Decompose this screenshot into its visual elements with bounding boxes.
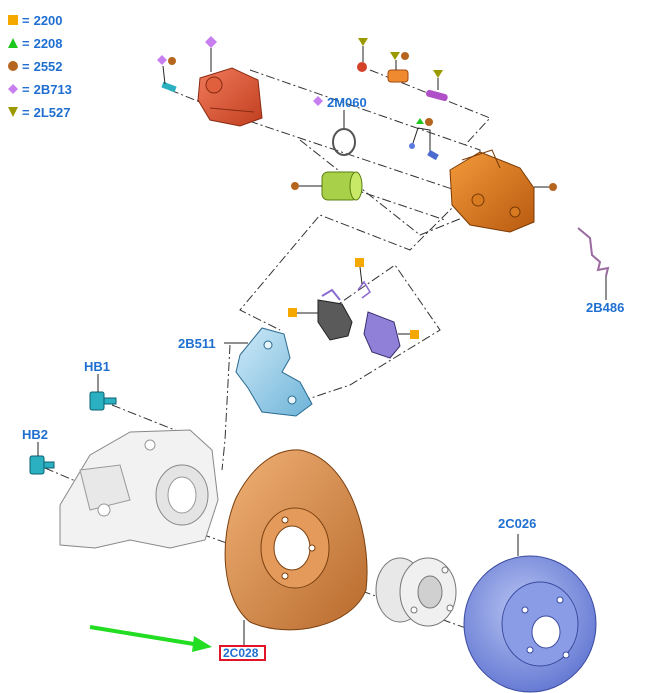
circle-icon <box>8 61 18 71</box>
legend-item-2200: = 2200 <box>8 11 63 29</box>
bolt-2B713-left <box>157 55 177 93</box>
legend-equals: = <box>22 81 30 97</box>
label-HB2: HB2 <box>22 427 48 442</box>
bleed-screws <box>409 118 439 161</box>
legend-equals: = <box>22 58 30 74</box>
label-2B511: 2B511 <box>178 336 216 351</box>
seal-2M060 <box>313 96 356 156</box>
steering-knuckle <box>59 429 219 549</box>
label-2C026: 2C026 <box>498 516 536 531</box>
label-2B486: 2B486 <box>586 300 624 315</box>
legend-code: 2B713 <box>33 81 72 97</box>
green-arrow-icon <box>89 625 212 652</box>
dust-shield-2C028 <box>224 449 368 646</box>
brake-disc-2C026 <box>463 534 597 693</box>
guide-pins <box>357 38 448 102</box>
legend-item-2L527: = 2L527 <box>8 103 70 121</box>
legend-code: 2552 <box>33 58 63 74</box>
legend-code: 2L527 <box>33 104 71 120</box>
piston-green <box>291 171 363 201</box>
label-2C028: 2C028 <box>223 646 259 660</box>
legend-item-2208: = 2208 <box>8 34 63 52</box>
diamond-icon <box>205 36 217 48</box>
legend-equals: = <box>22 104 30 120</box>
brake-pads <box>288 258 419 359</box>
diamond-icon <box>8 84 18 94</box>
label-HB1: HB1 <box>84 359 110 374</box>
legend-item-2552: = 2552 <box>8 57 63 75</box>
caliper-orange <box>449 149 557 233</box>
bolt-HB1 <box>89 374 117 411</box>
caliper-housing-red <box>197 67 263 127</box>
legend-equals: = <box>22 35 30 51</box>
legend-code: 2200 <box>33 12 63 28</box>
legend-equals: = <box>22 12 30 28</box>
legend-item-2B713: = 2B713 <box>8 80 72 98</box>
triangle-down-icon <box>8 107 18 117</box>
label-2M060: 2M060 <box>327 95 367 110</box>
caliper-bracket-2B511 <box>224 327 313 417</box>
hub-bearing <box>375 557 457 627</box>
bolt-HB2 <box>29 442 55 475</box>
square-icon <box>8 15 18 25</box>
wear-sensor-2B486 <box>577 227 610 300</box>
highlight-box <box>219 645 266 661</box>
triangle-icon <box>8 38 18 48</box>
legend-code: 2208 <box>33 35 63 51</box>
